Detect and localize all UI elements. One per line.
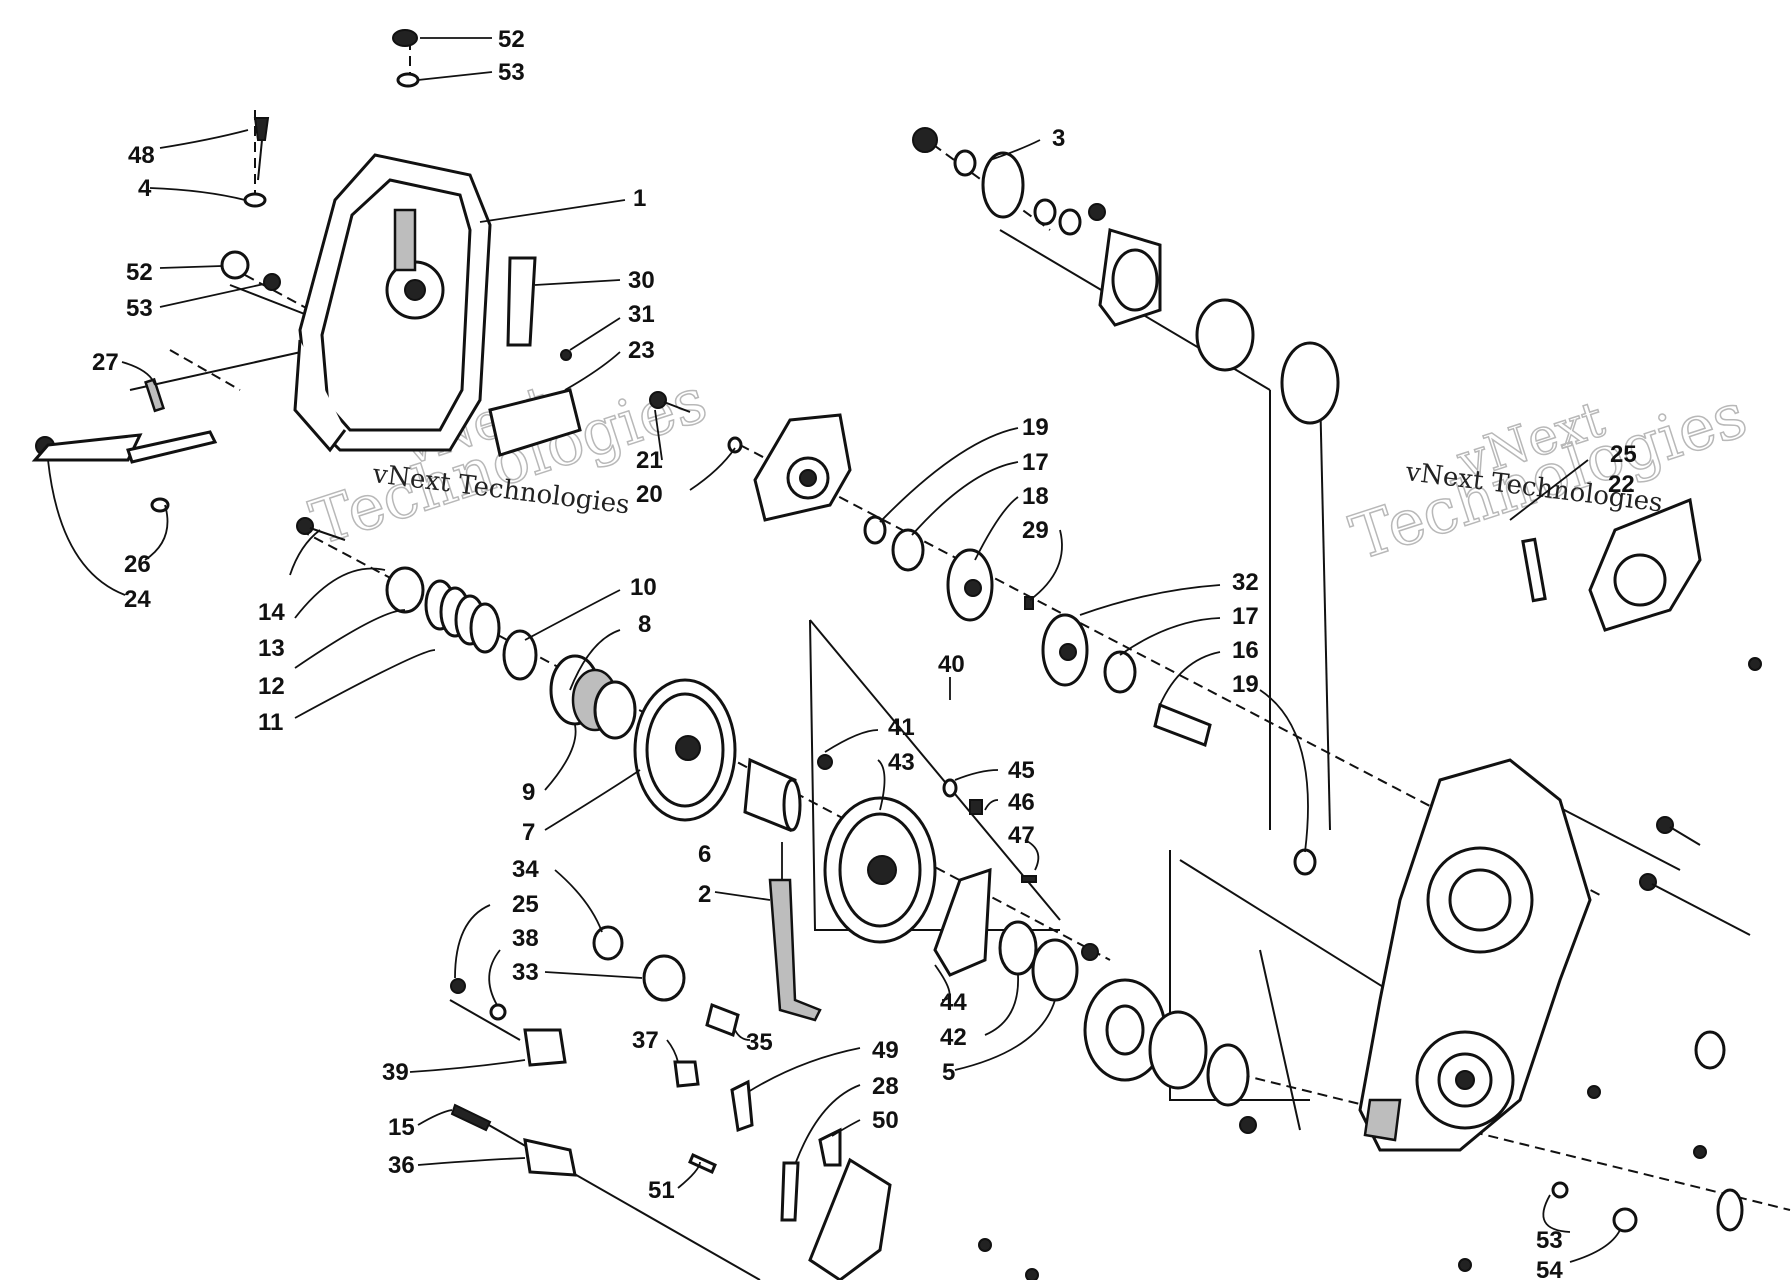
callout-12: 12	[258, 673, 285, 700]
callout-53-bottom: 53	[1536, 1227, 1563, 1254]
callout-44: 44	[940, 989, 967, 1016]
callout-17: 17	[1022, 449, 1049, 476]
callout-6: 6	[698, 841, 711, 868]
callout-2: 2	[698, 881, 711, 908]
spring-stack-parts-11-14	[296, 517, 538, 681]
callout-49: 49	[872, 1037, 899, 1064]
callout-52: 52	[498, 26, 525, 53]
callout-36: 36	[388, 1152, 415, 1179]
callout-23: 23	[628, 337, 655, 364]
callout-26: 26	[124, 551, 151, 578]
block-part-39	[523, 1028, 567, 1067]
callout-53: 53	[498, 59, 525, 86]
main-gear-case	[1358, 758, 1592, 1152]
nut-washer-52-53	[220, 250, 281, 291]
callout-30: 30	[628, 267, 655, 294]
shift-fork-bottom	[808, 1157, 1039, 1280]
callout-53-washer: 53	[126, 295, 153, 322]
callout-19: 19	[1022, 414, 1049, 441]
callout-14: 14	[258, 599, 285, 626]
callout-13: 13	[258, 635, 285, 662]
pinion-gear-part-6	[743, 757, 802, 833]
callout-22: 22	[1608, 471, 1635, 498]
chain-part-2	[768, 878, 822, 1022]
callout-10: 10	[630, 574, 657, 601]
callout-28: 28	[872, 1073, 899, 1100]
callout-41: 41	[888, 714, 915, 741]
callout-38: 38	[512, 925, 539, 952]
bracket-part-36	[450, 1103, 577, 1177]
gear-assembly-part-40	[817, 754, 1079, 1002]
callout-52-nut: 52	[126, 259, 153, 286]
callout-19-washer: 19	[1232, 671, 1259, 698]
shift-lever-part-24	[31, 377, 218, 513]
sprocket-part-7	[633, 678, 737, 822]
callout-45: 45	[1008, 757, 1035, 784]
bracket-part-23	[488, 388, 582, 457]
callout-47: 47	[1008, 822, 1035, 849]
callout-42: 42	[940, 1024, 967, 1051]
callout-40: 40	[938, 651, 965, 678]
bushings-33-34-35	[592, 925, 740, 1038]
callout-3: 3	[1052, 125, 1065, 152]
callout-50: 50	[872, 1107, 899, 1134]
callout-9: 9	[522, 779, 535, 806]
callout-16: 16	[1232, 637, 1259, 664]
bearing-cover-part-5	[1081, 943, 1250, 1107]
callout-48: 48	[128, 142, 155, 169]
callout-35: 35	[746, 1029, 773, 1056]
callout-4: 4	[138, 175, 152, 202]
callout-25: 25	[1610, 441, 1637, 468]
case-cover-part-1	[293, 153, 492, 453]
callout-11: 11	[258, 709, 283, 736]
callout-43: 43	[888, 749, 915, 776]
callout-33: 33	[512, 959, 539, 986]
callout-1: 1	[633, 185, 646, 212]
callout-27: 27	[92, 349, 119, 376]
plate-part-30	[506, 256, 572, 361]
callout-32: 32	[1232, 569, 1259, 596]
callout-24: 24	[124, 586, 151, 613]
upper-shaft-parts	[863, 515, 1317, 876]
callout-39: 39	[382, 1059, 409, 1086]
callout-18: 18	[1022, 483, 1049, 510]
callout-37: 37	[632, 1027, 659, 1054]
leader-lines	[47, 37, 1621, 1263]
callout-54: 54	[1536, 1257, 1563, 1280]
callout-7: 7	[522, 819, 535, 846]
nut-washer-25-38	[450, 978, 507, 1021]
callout-17-bushing: 17	[1232, 603, 1259, 630]
callout-8: 8	[638, 611, 651, 638]
callout-51: 51	[648, 1177, 675, 1204]
callout-20: 20	[636, 481, 663, 508]
callout-34: 34	[512, 856, 539, 883]
right-upper-housing	[1521, 497, 1762, 671]
callout-labels: 52 53 48 4 1 52 53 30 31 23 27 26 24 21 …	[92, 26, 1637, 1280]
bearing-housing-top	[649, 391, 852, 522]
callout-25-nut: 25	[512, 891, 539, 918]
callout-46: 46	[1008, 789, 1035, 816]
callout-5: 5	[942, 1059, 955, 1086]
callout-31: 31	[628, 301, 655, 328]
top-sprocket-part-3	[912, 127, 1340, 425]
right-bolts	[1239, 816, 1751, 1272]
callout-21: 21	[636, 447, 663, 474]
top-cap-nut-52	[392, 29, 420, 88]
callout-29: 29	[1022, 517, 1049, 544]
bearing-parts-8-9	[549, 654, 637, 740]
dipstick-part-48	[243, 117, 270, 208]
callout-15: 15	[388, 1114, 415, 1141]
linkage-parts	[673, 1060, 842, 1222]
